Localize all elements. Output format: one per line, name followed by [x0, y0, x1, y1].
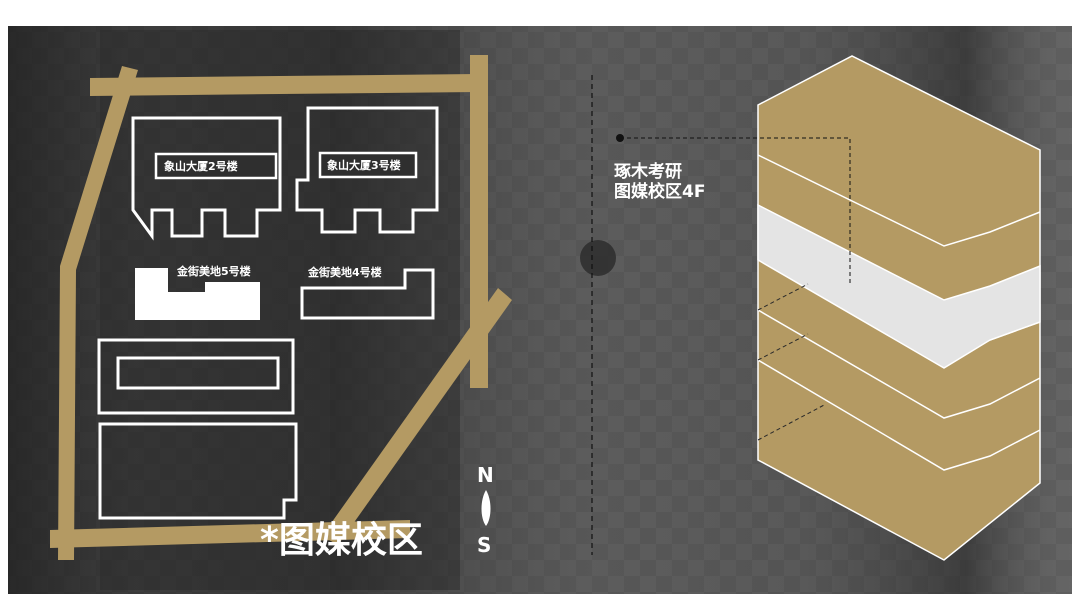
label-xiangshan-2: 象山大厦2号楼: [164, 159, 238, 173]
roads: [50, 55, 512, 560]
building-xiangshan-2: [131, 116, 282, 241]
building-unlabeled-1: [97, 338, 295, 415]
label-jinjie-4: 金街美地4号楼: [307, 265, 382, 279]
compass-south: S: [477, 533, 491, 557]
compass-north: N: [477, 463, 494, 487]
building-xiangshan-3: [295, 106, 439, 234]
compass-needle-icon: [481, 490, 491, 526]
label-xiangshan-3: 象山大厦3号楼: [327, 158, 401, 172]
highlighted-floor-4f: [757, 203, 1041, 369]
label-jinjie-5: 金街美地5号楼: [176, 264, 251, 278]
campus-title: *图媒校区: [260, 520, 423, 561]
building-unlabeled-2: [98, 422, 298, 520]
buildings: [97, 106, 439, 520]
floor-stack: [757, 55, 1041, 561]
floor-callout: 琢木考研 图媒校区4F: [614, 134, 851, 285]
callout-line-1: 琢木考研: [614, 161, 682, 182]
callout-line-2: 图媒校区4F: [614, 181, 705, 202]
building-jinjie-4: [300, 268, 435, 320]
compass: N S: [477, 463, 494, 557]
building-jinjie-5: [135, 268, 260, 320]
